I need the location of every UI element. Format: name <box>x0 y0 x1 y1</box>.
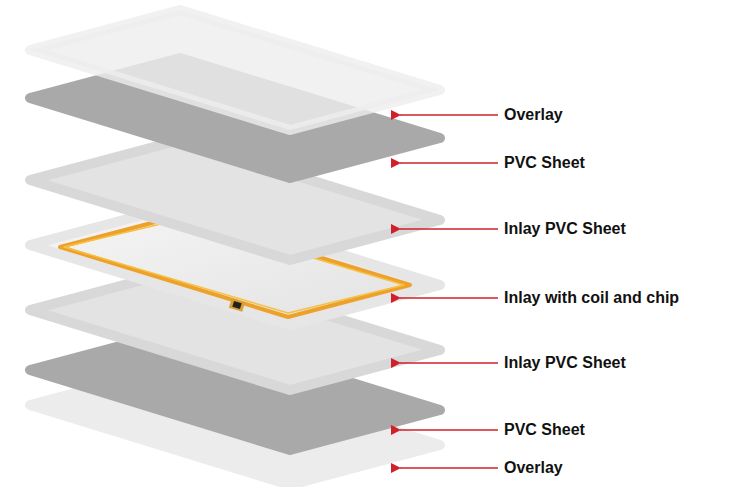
layer-label: PVC Sheet <box>504 154 585 172</box>
layer-label: PVC Sheet <box>504 421 585 439</box>
layer-label: Overlay <box>504 106 563 124</box>
layer-label: Inlay PVC Sheet <box>504 354 626 372</box>
leader-arrows <box>400 115 498 468</box>
layer-label: Inlay PVC Sheet <box>504 220 626 238</box>
overlay-layer <box>30 10 440 130</box>
layer-label: Inlay with coil and chip <box>504 289 679 307</box>
layer-label: Overlay <box>504 459 563 477</box>
